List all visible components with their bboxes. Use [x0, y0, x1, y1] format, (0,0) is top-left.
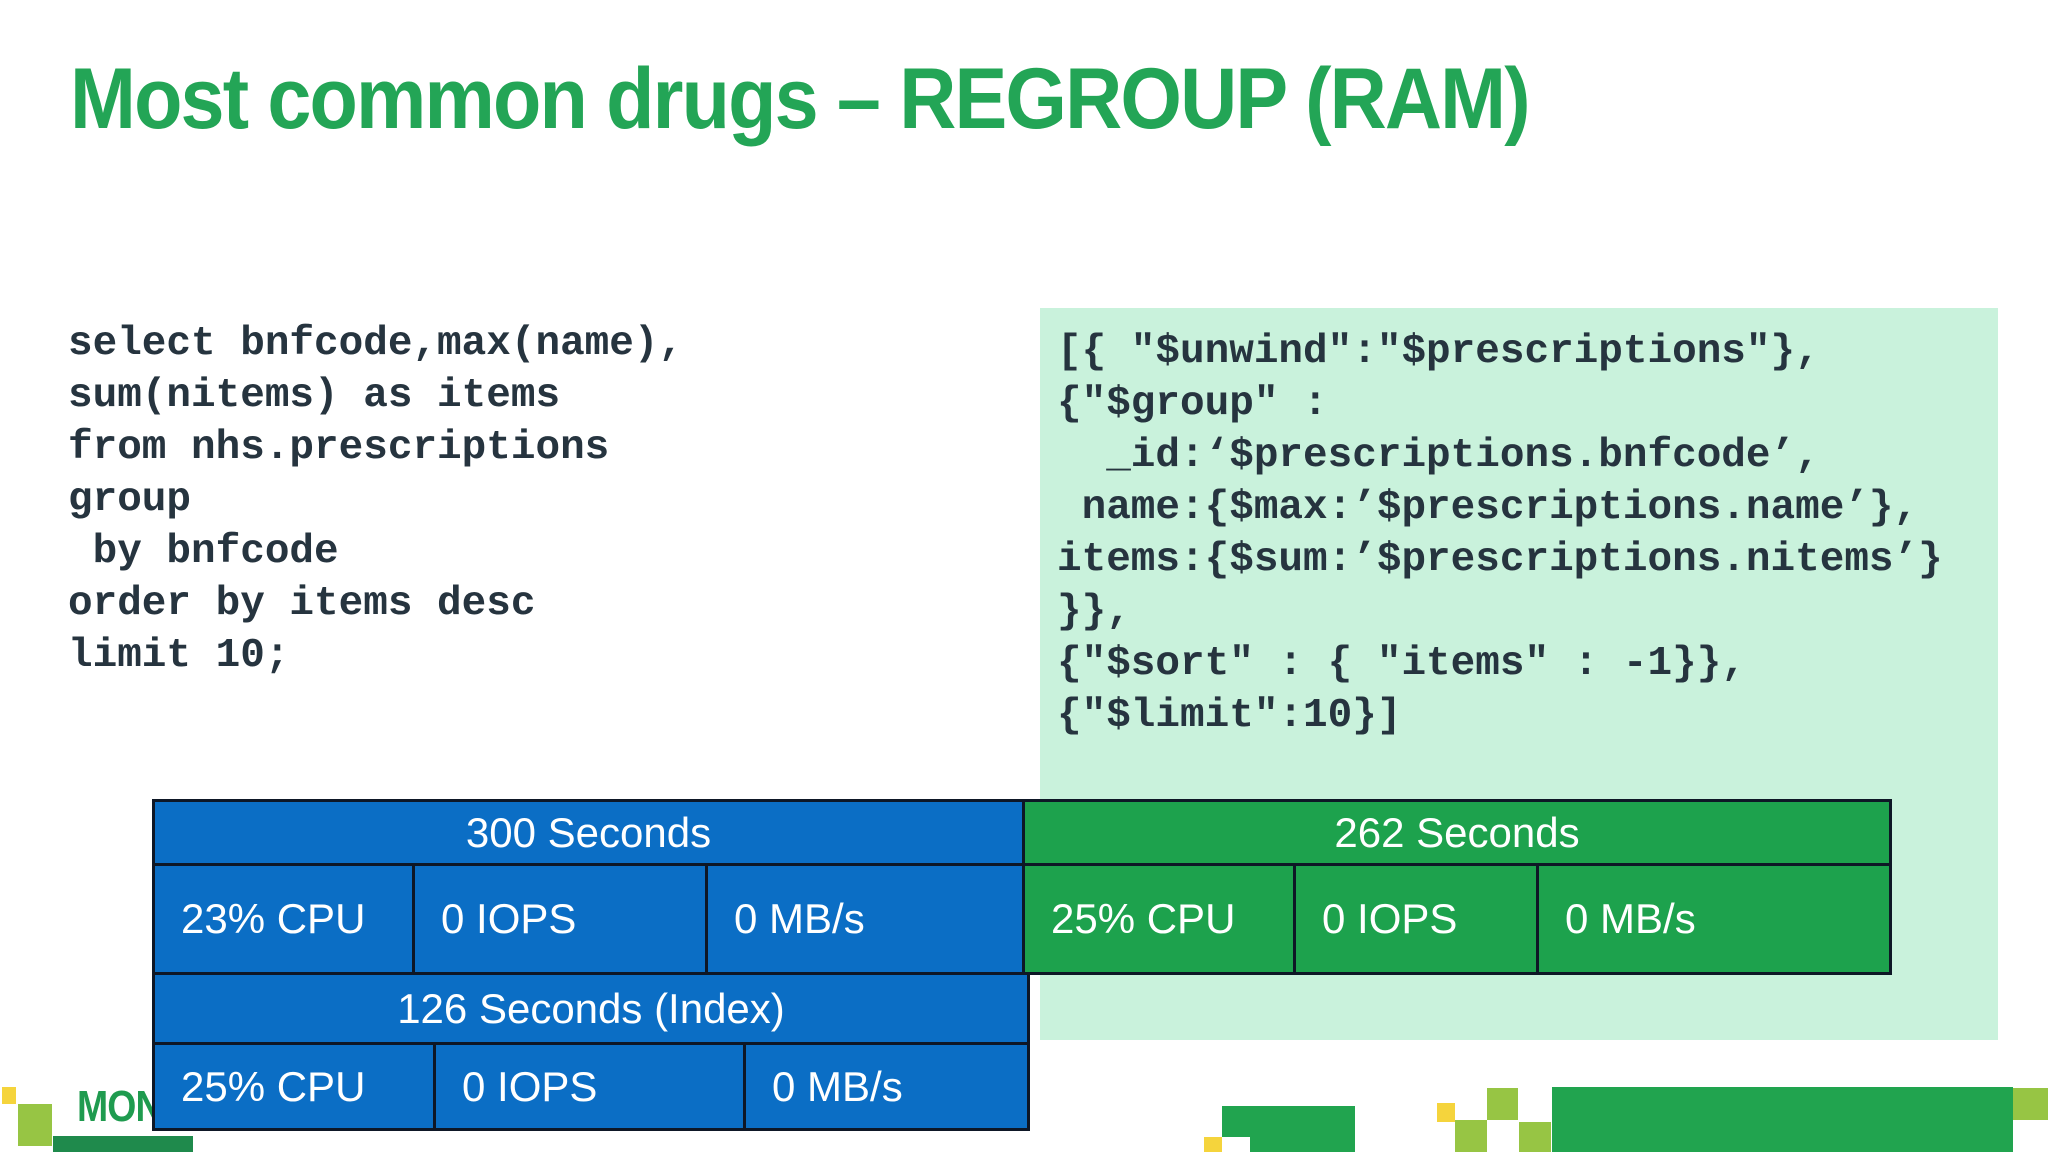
sql-code-line: by bnfcode — [68, 529, 339, 575]
sql-ram-time-header: 300 Seconds — [155, 802, 1022, 866]
mongo-ram-iops-cell: 0 IOPS — [1293, 866, 1536, 972]
pixel-art-notch — [1222, 1137, 1250, 1152]
mongo-code-line: items:{$sum:’$prescriptions.nitems’} — [1057, 537, 1943, 583]
pixel-art-square — [2, 1087, 16, 1104]
sql-code-line: group — [68, 477, 192, 523]
slide-title: Most common drugs – REGROUP (RAM) — [70, 51, 1531, 147]
sql-code-line: select bnfcode,max(name), — [68, 321, 684, 367]
mongo-code-block: [{ "$unwind":"$prescriptions"}, {"$group… — [1057, 326, 1943, 742]
mongo-code-line: {"$limit":10}] — [1057, 693, 1402, 739]
pixel-art-square — [1519, 1122, 1551, 1152]
mongo-ram-metrics-row: 25% CPU 0 IOPS 0 MB/s — [1025, 866, 1889, 972]
mongo-code-line: {"$sort" : { "items" : -1}}, — [1057, 641, 1746, 687]
mongo-ram-cpu-cell: 25% CPU — [1051, 895, 1236, 942]
mongo-code-line: name:{$max:’$prescriptions.name’}, — [1057, 485, 1919, 531]
pixel-art-bar — [53, 1136, 193, 1152]
mongo-ram-result: 262 Seconds 25% CPU 0 IOPS 0 MB/s — [1022, 802, 1889, 972]
results-table-ram: 300 Seconds 23% CPU 0 IOPS 0 MB/s 262 Se… — [152, 799, 1892, 975]
sql-index-time-header: 126 Seconds (Index) — [155, 975, 1027, 1045]
mongo-code-line: }}, — [1057, 589, 1131, 635]
sql-ram-iops-cell: 0 IOPS — [412, 866, 705, 972]
sql-index-mbs-cell: 0 MB/s — [743, 1045, 1027, 1128]
sql-code-line: order by items desc — [68, 581, 536, 627]
mongo-code-line: [{ "$unwind":"$prescriptions"}, — [1057, 329, 1820, 375]
pixel-art-square — [1204, 1137, 1222, 1152]
mongo-code-line: {"$group" : — [1057, 381, 1328, 427]
pixel-art-rect — [1552, 1087, 2013, 1152]
pixel-art-square — [2013, 1088, 2048, 1120]
sql-ram-cpu-cell: 23% CPU — [181, 895, 366, 942]
pixel-art-square — [1437, 1103, 1455, 1122]
mongo-ram-mbs-cell: 0 MB/s — [1536, 866, 1889, 972]
mongo-ram-time-header: 262 Seconds — [1025, 802, 1889, 866]
sql-code-line: from nhs.prescriptions — [68, 425, 610, 471]
sql-ram-metrics-row: 23% CPU 0 IOPS 0 MB/s — [155, 866, 1022, 972]
pixel-art-square — [1455, 1120, 1487, 1152]
sql-ram-mbs-cell: 0 MB/s — [705, 866, 1022, 972]
sql-index-cpu-cell: 25% CPU — [181, 1062, 366, 1110]
brand-wordmark: MON — [77, 1082, 163, 1131]
sql-index-metrics-row: 25% CPU 0 IOPS 0 MB/s — [155, 1045, 1027, 1128]
mongo-code-line: _id:‘$prescriptions.bnfcode’, — [1057, 433, 1820, 479]
pixel-art-square — [18, 1104, 52, 1146]
results-table-index: 126 Seconds (Index) 25% CPU 0 IOPS 0 MB/… — [152, 975, 1030, 1131]
sql-code-block: select bnfcode,max(name), sum(nitems) as… — [68, 318, 683, 682]
sql-ram-result: 300 Seconds 23% CPU 0 IOPS 0 MB/s — [155, 802, 1022, 972]
pixel-art-square — [1487, 1088, 1518, 1120]
sql-code-line: limit 10; — [68, 633, 290, 679]
sql-index-iops-cell: 0 IOPS — [433, 1045, 743, 1128]
sql-code-line: sum(nitems) as items — [68, 373, 561, 419]
